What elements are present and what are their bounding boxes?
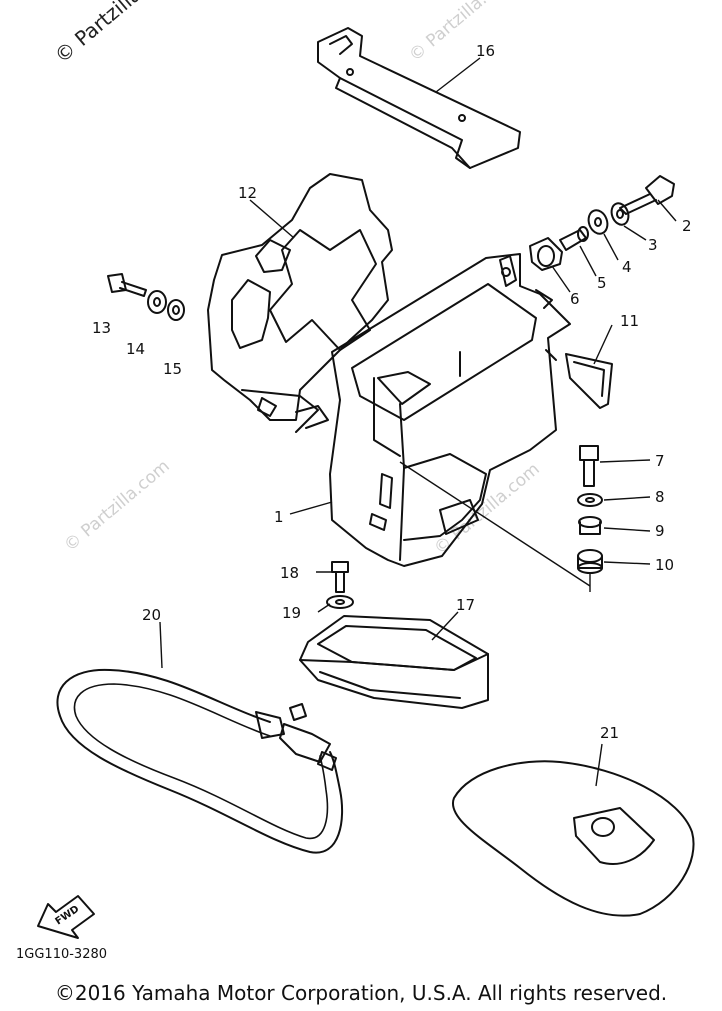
callout-15: 15 xyxy=(163,360,182,378)
callout-16: 16 xyxy=(476,42,495,60)
battery-cable-part xyxy=(56,668,344,854)
collar-part-5 xyxy=(559,226,589,251)
washer-part-4 xyxy=(587,209,609,235)
watermark-left: © Partzilla.com xyxy=(60,456,173,556)
battery-case-part xyxy=(329,253,571,567)
callout-5: 5 xyxy=(597,274,607,292)
callout-1: 1 xyxy=(274,508,284,526)
watermark-top-left: © Partzilla xyxy=(50,0,146,68)
exploded-view-drawing: © Partzilla © Partzilla.com © Partzilla.… xyxy=(16,0,695,962)
callout-12: 12 xyxy=(238,184,257,202)
callout-10: 10 xyxy=(655,556,674,574)
bolt-part-7 xyxy=(579,445,599,487)
watermark-top-right: © Partzilla.com xyxy=(405,0,518,66)
leader-lines xyxy=(159,57,677,787)
part-code: 1GG110-3280 xyxy=(16,947,107,962)
callout-21: 21 xyxy=(600,724,619,742)
callout-11: 11 xyxy=(620,312,639,330)
grommet-part-6 xyxy=(529,237,563,271)
callout-19: 19 xyxy=(282,604,301,622)
callout-6: 6 xyxy=(570,290,580,308)
callout-labels: 1 2 3 4 5 6 7 8 9 10 11 12 13 14 15 16 1… xyxy=(92,42,692,742)
washer-part-15 xyxy=(167,299,185,321)
screw-part-18 xyxy=(331,561,349,593)
callout-4: 4 xyxy=(622,258,632,276)
callout-9: 9 xyxy=(655,522,665,540)
battery-tray-part xyxy=(299,615,489,709)
callout-8: 8 xyxy=(655,488,665,506)
strap-clip-part xyxy=(565,353,613,409)
callout-17: 17 xyxy=(456,596,475,614)
callout-20: 20 xyxy=(142,606,161,624)
battery-bracket-part xyxy=(207,173,393,433)
copyright-footer: ©2016 Yamaha Motor Corporation, U.S.A. A… xyxy=(54,981,668,1005)
battery-cover-part xyxy=(451,760,695,917)
grommet-part-10 xyxy=(577,549,603,574)
callout-7: 7 xyxy=(655,452,665,470)
forward-arrow-icon xyxy=(37,895,95,939)
washer-part-19 xyxy=(326,595,354,609)
callout-13: 13 xyxy=(92,319,111,337)
callout-3: 3 xyxy=(648,236,658,254)
washer-part-8 xyxy=(577,493,603,507)
callout-14: 14 xyxy=(126,340,145,358)
fwd-label: FWD xyxy=(54,904,82,928)
top-bracket-part xyxy=(317,27,521,169)
callout-18: 18 xyxy=(280,564,299,582)
callout-2: 2 xyxy=(682,217,692,235)
collar-part-9 xyxy=(578,516,602,535)
washer-part-3 xyxy=(610,202,630,226)
washer-part-14 xyxy=(147,290,167,314)
bolt-part-13 xyxy=(107,273,147,297)
